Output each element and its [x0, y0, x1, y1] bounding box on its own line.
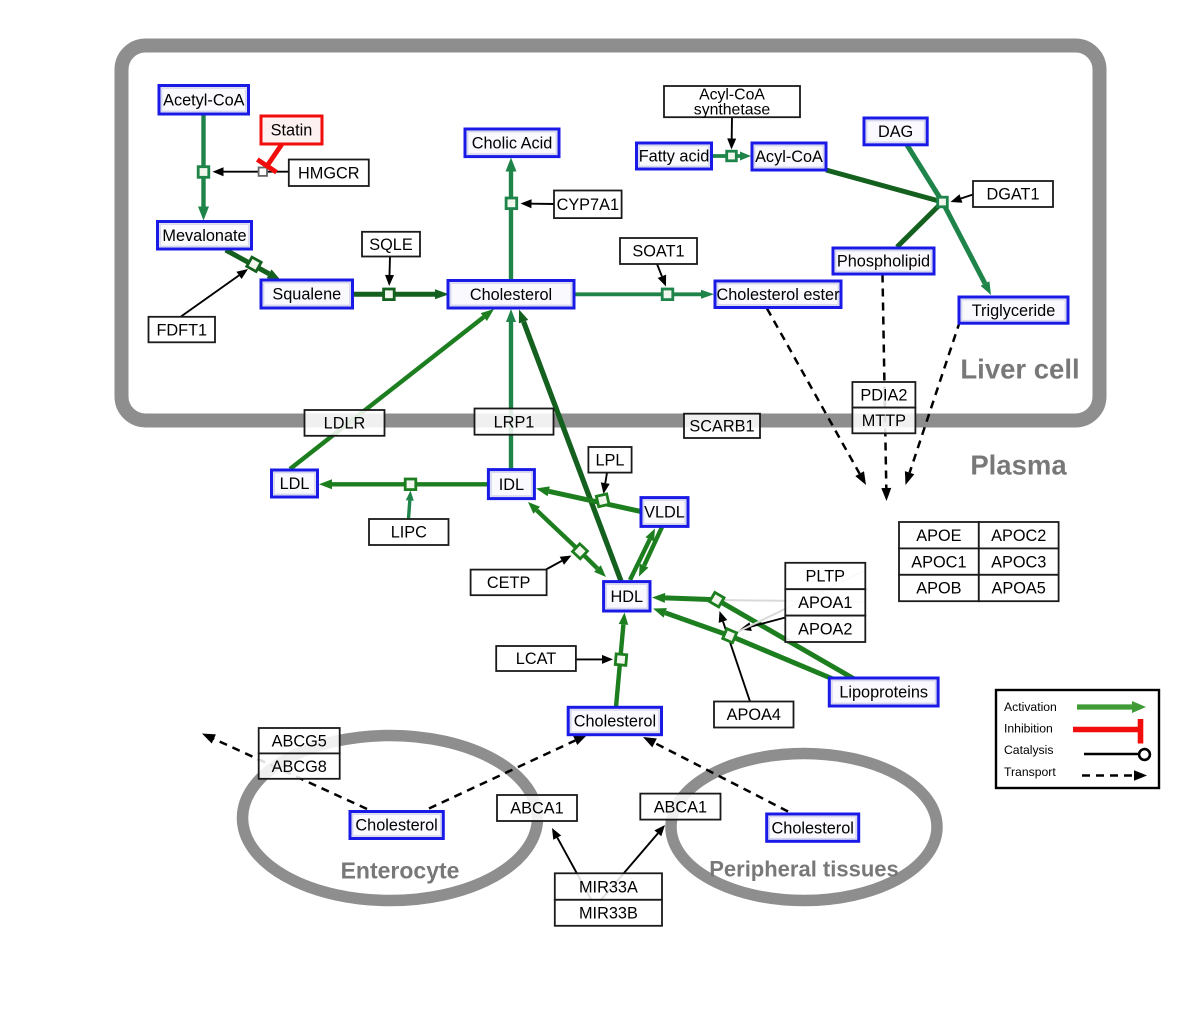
svg-text:Cholesterol: Cholesterol — [574, 713, 656, 731]
svg-text:Activation: Activation — [1004, 700, 1057, 714]
svg-text:Statin: Statin — [271, 122, 313, 140]
svg-text:Acetyl-CoA: Acetyl-CoA — [163, 92, 245, 110]
svg-text:LDL: LDL — [280, 475, 310, 493]
svg-text:FDFT1: FDFT1 — [156, 321, 207, 339]
svg-text:APOC1: APOC1 — [911, 553, 966, 571]
svg-text:MIR33B: MIR33B — [579, 905, 638, 923]
svg-text:Transport: Transport — [1004, 765, 1056, 779]
svg-text:CETP: CETP — [487, 574, 530, 592]
svg-text:Peripheral tissues: Peripheral tissues — [709, 857, 899, 882]
svg-text:APOA2: APOA2 — [798, 621, 852, 639]
svg-text:PLTP: PLTP — [806, 568, 846, 586]
svg-text:LPL: LPL — [596, 452, 625, 470]
svg-text:Cholic Acid: Cholic Acid — [472, 135, 553, 153]
svg-text:DAG: DAG — [878, 123, 913, 141]
svg-text:LRP1: LRP1 — [494, 413, 535, 431]
svg-text:DGAT1: DGAT1 — [986, 186, 1039, 204]
svg-text:MIR33A: MIR33A — [579, 878, 638, 896]
svg-text:Squalene: Squalene — [272, 286, 341, 304]
svg-text:HMGCR: HMGCR — [298, 165, 360, 183]
svg-text:SOAT1: SOAT1 — [632, 243, 684, 261]
svg-text:Phospholipid: Phospholipid — [837, 253, 930, 271]
svg-text:ABCG8: ABCG8 — [272, 758, 327, 776]
svg-text:HDL: HDL — [611, 588, 644, 606]
svg-text:CYP7A1: CYP7A1 — [557, 196, 619, 214]
svg-text:MTTP: MTTP — [862, 412, 906, 430]
svg-text:Acyl-CoA: Acyl-CoA — [699, 87, 765, 104]
svg-text:Triglyceride: Triglyceride — [972, 302, 1056, 320]
svg-text:Catalysis: Catalysis — [1004, 743, 1053, 757]
svg-text:Inhibition: Inhibition — [1004, 722, 1053, 736]
svg-text:Mevalonate: Mevalonate — [162, 227, 246, 245]
svg-text:ABCG5: ABCG5 — [272, 732, 327, 750]
svg-text:Enterocyte: Enterocyte — [341, 858, 460, 884]
svg-text:Plasma: Plasma — [970, 450, 1067, 481]
svg-text:ABCA1: ABCA1 — [510, 800, 563, 818]
svg-text:SQLE: SQLE — [369, 236, 413, 254]
svg-text:VLDL: VLDL — [644, 504, 685, 522]
svg-text:APOA1: APOA1 — [798, 594, 852, 612]
svg-text:Liver cell: Liver cell — [960, 354, 1079, 385]
svg-text:Cholesterol ester: Cholesterol ester — [716, 286, 840, 304]
svg-text:Cholesterol: Cholesterol — [772, 819, 854, 837]
svg-text:LDLR: LDLR — [324, 415, 366, 433]
svg-text:APOC3: APOC3 — [991, 553, 1046, 571]
svg-text:SCARB1: SCARB1 — [689, 418, 754, 436]
svg-text:APOA5: APOA5 — [992, 580, 1046, 598]
svg-text:APOC2: APOC2 — [991, 527, 1046, 545]
svg-text:Fatty acid: Fatty acid — [639, 148, 710, 166]
svg-text:LIPC: LIPC — [391, 524, 427, 542]
svg-text:IDL: IDL — [499, 476, 524, 494]
svg-text:ABCA1: ABCA1 — [654, 798, 707, 816]
svg-text:PDIA2: PDIA2 — [860, 387, 907, 405]
svg-text:Cholesterol: Cholesterol — [355, 817, 437, 835]
svg-text:APOE: APOE — [916, 527, 961, 545]
svg-text:synthetase: synthetase — [694, 102, 771, 119]
svg-text:Acyl-CoA: Acyl-CoA — [755, 148, 823, 166]
svg-text:Cholesterol: Cholesterol — [470, 286, 552, 304]
svg-text:APOA4: APOA4 — [727, 706, 781, 724]
svg-text:Lipoproteins: Lipoproteins — [839, 684, 928, 702]
svg-text:APOB: APOB — [916, 580, 961, 598]
svg-text:LCAT: LCAT — [516, 650, 556, 668]
